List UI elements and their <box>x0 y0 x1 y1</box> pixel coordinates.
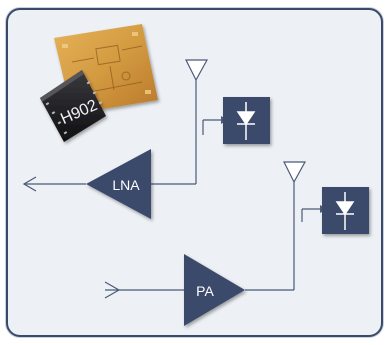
arrow-left-icon <box>22 176 37 192</box>
diode-icon <box>236 102 256 140</box>
signal-lines <box>24 80 320 291</box>
pa-amplifier <box>184 254 245 326</box>
lna-label: LNA <box>112 177 140 193</box>
diode-icon <box>335 192 355 230</box>
arrow-right-icon <box>104 281 121 299</box>
antenna-icon <box>283 161 307 184</box>
detector-1 <box>223 97 270 144</box>
rf-block-diagram: H902 <box>22 24 369 326</box>
chip-photo: H902 <box>40 24 158 142</box>
lna-amplifier <box>86 149 151 219</box>
detector-2 <box>322 187 369 234</box>
qfn-package: H902 <box>40 70 106 142</box>
pa-label: PA <box>196 283 214 299</box>
antenna-icon <box>185 59 209 82</box>
diagram-frame: H902 <box>6 8 383 337</box>
